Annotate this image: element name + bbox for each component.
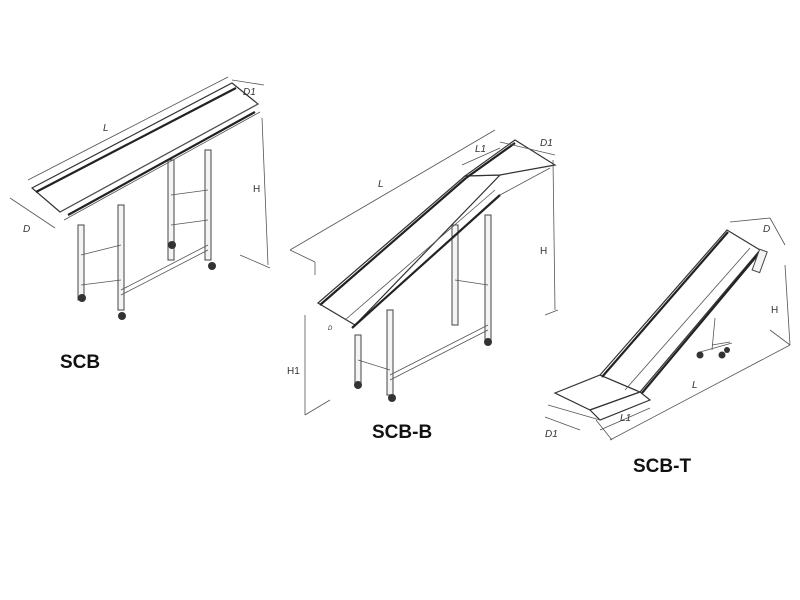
scb-b-dim-l: L <box>378 179 384 190</box>
scb-b-dim-h1: H1 <box>287 366 300 377</box>
scb-dim-d: D <box>23 224 30 235</box>
scb-b-label: SCB-B <box>372 422 432 443</box>
scb-b-dim-h: H <box>540 246 547 257</box>
scb-t-dim-d1: D1 <box>545 429 558 440</box>
scb-t-dim-d: D <box>763 224 770 235</box>
scb-dim-h: H <box>253 184 260 195</box>
scb-b-dim-d: D <box>328 326 333 332</box>
scb-dim-d1: D1 <box>243 87 256 98</box>
scb-drawing: L D1 D H SCB <box>9 76 271 373</box>
scb-label: SCB <box>60 352 100 373</box>
scb-t-dim-l: L <box>692 380 698 391</box>
scb-t-dim-l1: L1 <box>620 413 631 424</box>
scb-t-dim-h: H <box>771 305 778 316</box>
scb-dim-l: L <box>103 123 109 134</box>
scb-legs <box>77 149 216 320</box>
scb-b-drawing: L L1 D1 H D H1 SCB-B <box>287 129 559 443</box>
scb-t-stand <box>696 317 733 359</box>
scb-b-dim-l1: L1 <box>475 144 486 155</box>
scb-b-legs <box>354 214 492 402</box>
scb-t-label: SCB-T <box>633 456 691 477</box>
scb-t-drawing: D H L L1 D1 SCB-T <box>544 217 791 477</box>
scb-b-dim-d1: D1 <box>540 138 553 149</box>
